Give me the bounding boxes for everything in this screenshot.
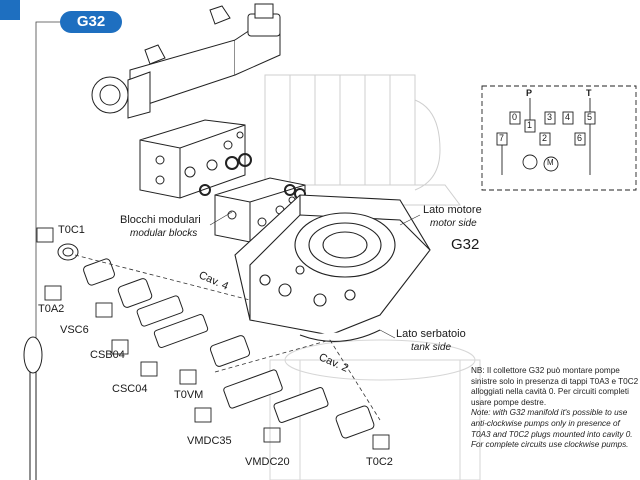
modular-blocks-sublabel: modular blocks <box>130 228 198 239</box>
component-csb04: CSB04 <box>90 349 125 361</box>
component-csc04: CSC04 <box>112 383 148 395</box>
note-english: Note: with G32 manifold it's possible to… <box>471 408 633 450</box>
modular-blocks-label: Blocchi modulari <box>120 214 201 226</box>
schematic-cell-7: 7 <box>499 133 505 143</box>
port-p-label: P <box>526 88 533 98</box>
motor-side-sublabel: motor side <box>430 218 477 229</box>
schematic-cell-1: 1 <box>527 120 533 130</box>
component-t0a2: T0A2 <box>38 303 65 315</box>
note-italian: NB: Il collettore G32 può montare pompe … <box>471 366 639 407</box>
schematic-cell-0: 0 <box>512 112 518 122</box>
lever <box>23 336 43 480</box>
o-rings <box>199 153 306 200</box>
axis-lines <box>74 254 381 421</box>
solenoid-valve <box>91 3 281 119</box>
ghost-motor <box>239 74 461 206</box>
port-t-label: T <box>586 88 592 98</box>
cav4-parts <box>57 243 251 367</box>
component-t0c1: T0C1 <box>58 224 85 236</box>
schematic-cell-6: 6 <box>577 133 583 143</box>
motor-symbol-label: M <box>547 158 554 167</box>
component-t0c2: T0C2 <box>366 456 393 468</box>
symbol-boxes <box>36 227 390 450</box>
frame-line <box>35 21 60 480</box>
motor-side-label: Lato motore <box>423 204 482 216</box>
modular-block-upper <box>139 119 246 199</box>
ghost-tank <box>269 339 481 480</box>
manifold-name-label: G32 <box>451 236 480 253</box>
corner-tab <box>0 0 20 20</box>
g32-manifold <box>234 194 431 342</box>
component-t0vm: T0VM <box>174 389 204 401</box>
tank-side-sublabel: tank side <box>411 342 452 353</box>
note-block: NB: Il collettore G32 può montare pompe … <box>471 366 639 451</box>
page-badge: G32 <box>60 11 122 33</box>
tank-side-label: Lato serbatoio <box>396 328 466 340</box>
schematic-cell-3: 3 <box>547 112 553 122</box>
schematic-cell-5: 5 <box>587 112 593 122</box>
cav2-parts <box>223 369 375 439</box>
component-vmdc20: VMDC20 <box>245 456 290 468</box>
schematic-cell-4: 4 <box>565 112 571 122</box>
schematic-cell-2: 2 <box>542 133 548 143</box>
hydraulic-schematic <box>481 85 637 191</box>
component-vmdc35: VMDC35 <box>187 435 232 447</box>
leader-lines <box>209 211 421 339</box>
component-vsc6: VSC6 <box>60 324 89 336</box>
